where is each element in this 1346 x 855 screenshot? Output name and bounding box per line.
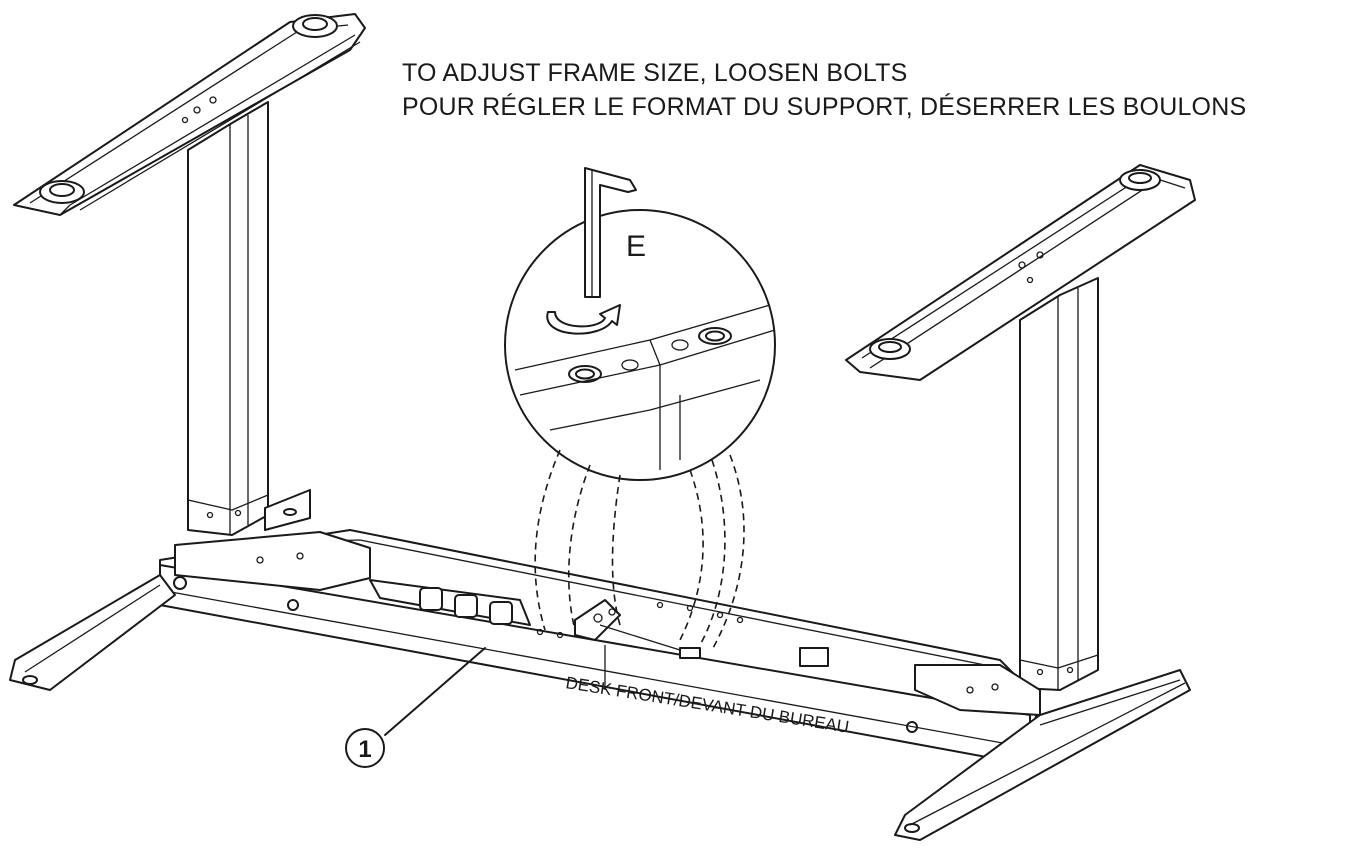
tool-label-e: E [626,230,646,263]
bolt-right [671,327,732,351]
bolt-left [568,359,639,383]
cross-beam [159,489,1041,766]
part-number: 1 [358,736,371,763]
callout-connector-lines [534,449,745,651]
left-foot [9,574,176,691]
right-leg-column [1019,277,1099,691]
detail-callout: E [504,167,776,481]
rotate-arrow-icon [546,304,621,335]
part-callout-1: 1 [345,647,486,768]
instruction-english: TO ADJUST FRAME SIZE, LOOSEN BOLTS [402,59,908,87]
right-foot [894,669,1191,841]
allen-key-icon [584,167,637,298]
instruction-french: POUR RÉGLER LE FORMAT DU SUPPORT, DÉSERR… [402,93,1247,121]
left-top-bracket [13,13,366,216]
right-top-bracket [845,164,1196,381]
left-leg-column [187,101,269,536]
